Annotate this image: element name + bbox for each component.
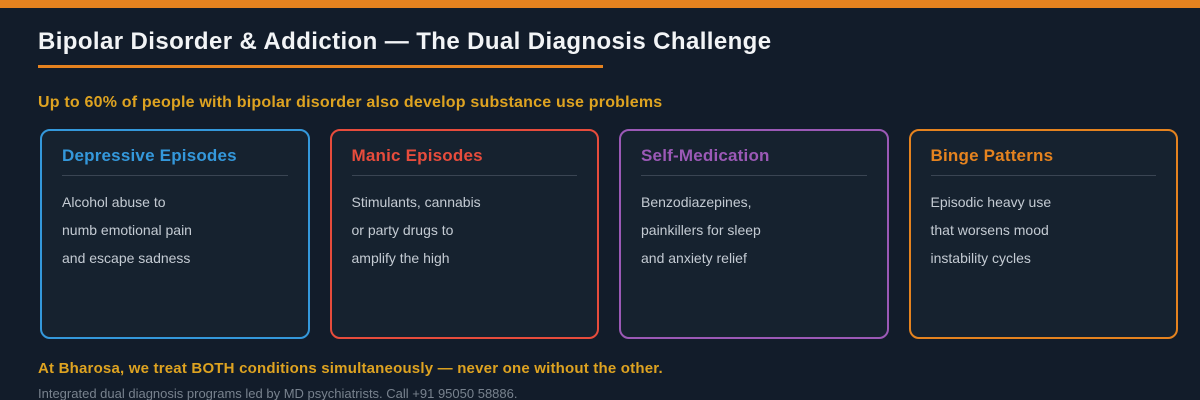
card-divider [62,175,288,176]
card-manic-episodes: Manic Episodes Stimulants, cannabis or p… [329,129,599,339]
card-body: Episodic heavy use that worsens mood ins… [931,188,1157,272]
card-body: Stimulants, cannabis or party drugs to a… [352,188,578,272]
card-body-line: instability cycles [930,250,1031,266]
card-divider [641,175,867,176]
pattern-cards-row: Depressive Episodes Alcohol abuse to num… [40,129,1178,339]
card-body-line: and anxiety relief [641,250,747,266]
card-body-line: or party drugs to [351,222,454,238]
card-divider [351,175,577,176]
card-body-line: and escape sadness [62,250,191,266]
card-binge-patterns: Binge Patterns Episodic heavy use that w… [908,129,1178,339]
page-title: Bipolar Disorder & Addiction — The Dual … [38,28,772,55]
treatment-note: At Bharosa, we treat BOTH conditions sim… [38,360,663,377]
card-title: Self-Medication [641,146,770,165]
card-body-line: numb emotional pain [62,222,192,238]
card-body: Benzodiazepines, painkillers for sleep a… [641,188,867,272]
card-title: Binge Patterns [930,146,1054,165]
card-body-line: Episodic heavy use [930,194,1052,210]
card-body-line: Stimulants, cannabis [351,194,481,210]
card-divider [930,175,1156,176]
title-underline [38,65,603,68]
card-depressive-episodes: Depressive Episodes Alcohol abuse to num… [40,129,310,339]
footer: At Bharosa, we treat BOTH conditions sim… [0,360,1200,400]
statistic-subtitle: Up to 60% of people with bipolar disorde… [38,94,663,111]
card-self-medication: Self-Medication Benzodiazepines, painkil… [619,129,889,339]
card-body: Alcohol abuse to numb emotional pain and… [62,188,288,272]
card-title: Manic Episodes [351,146,483,165]
card-title: Depressive Episodes [62,146,237,165]
top-accent-bar [0,0,1200,8]
contact-note: Integrated dual diagnosis programs led b… [38,386,518,400]
card-body-line: painkillers for sleep [641,222,761,238]
card-body-line: Benzodiazepines, [641,194,752,210]
card-body-line: amplify the high [351,250,450,266]
card-body-line: that worsens mood [930,222,1049,238]
header: Bipolar Disorder & Addiction — The Dual … [0,28,1200,112]
card-body-line: Alcohol abuse to [62,194,166,210]
